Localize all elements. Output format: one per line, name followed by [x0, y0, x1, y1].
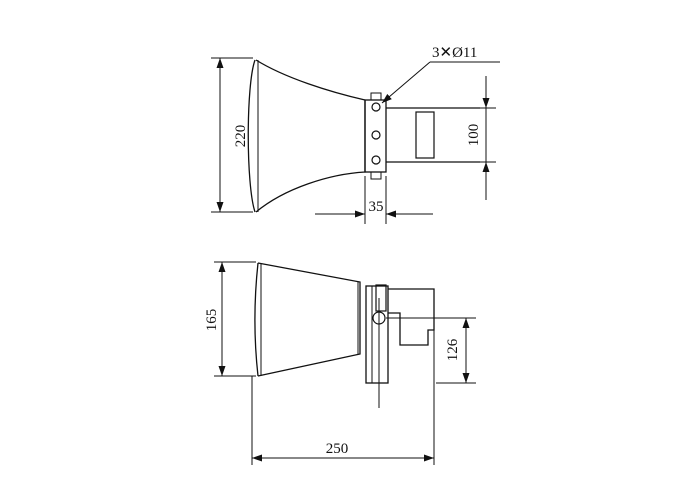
horn-mouth-rim	[254, 262, 259, 377]
hole-callout-leader	[381, 61, 431, 104]
terminal-window	[415, 111, 435, 159]
dimension-126-label: 126	[445, 338, 461, 361]
mounting-hole	[371, 130, 381, 140]
dimension-35-label: 35	[369, 199, 384, 215]
dimension-100-label: 100	[466, 124, 482, 147]
horn-body	[255, 59, 366, 213]
dimension-165-label: 165	[204, 309, 220, 332]
hole-callout-label: 3✕Ø11	[432, 45, 477, 61]
mounting-hole	[371, 102, 381, 112]
side-view: 165 126 250	[204, 261, 476, 465]
horn-mouth-rim	[247, 59, 256, 213]
driver-housing	[388, 288, 435, 346]
mounting-bracket	[365, 285, 389, 384]
mounting-hole	[371, 155, 381, 165]
top-view: 220 35 100 3✕Ø11	[211, 45, 500, 224]
horn-body	[257, 262, 361, 377]
driver-box	[386, 107, 480, 163]
dimension-220-label: 220	[233, 125, 249, 148]
dimension-250-label: 250	[326, 441, 349, 457]
